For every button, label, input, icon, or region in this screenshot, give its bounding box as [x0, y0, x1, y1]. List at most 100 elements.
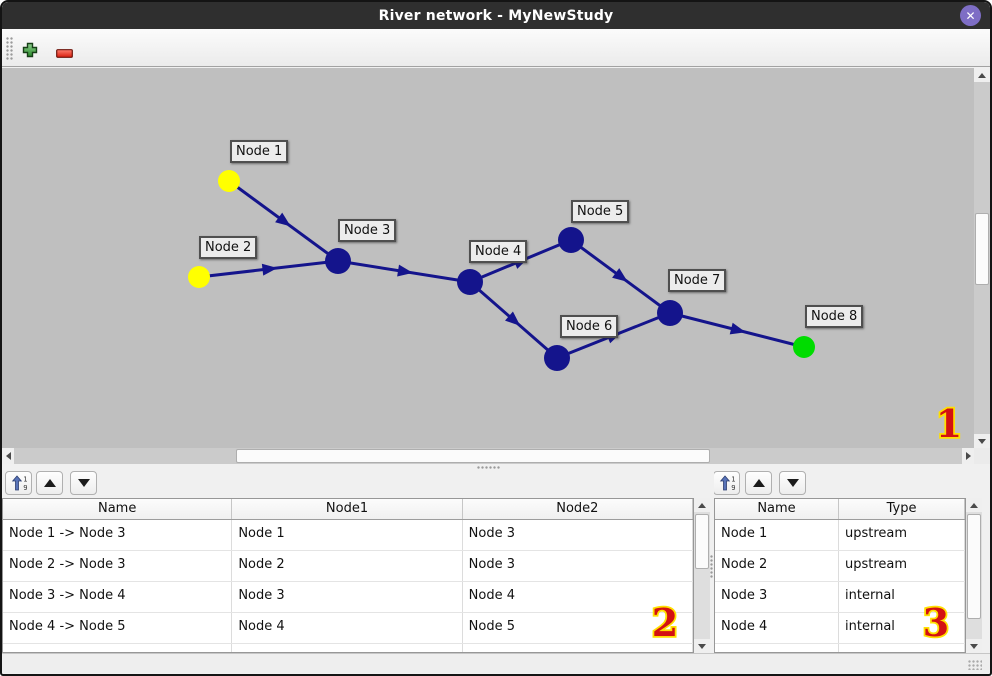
- right-move-up-button[interactable]: [745, 471, 772, 495]
- resize-grip-icon[interactable]: [968, 660, 982, 670]
- network-canvas[interactable]: Node 1 Node 2 Node 3 Node 4 Node 5 Node 6 Node…: [2, 68, 974, 448]
- remove-node-button[interactable]: [56, 47, 73, 62]
- node-node1[interactable]: [218, 170, 240, 192]
- right-move-down-button[interactable]: [779, 471, 806, 495]
- scrollbar-thumb[interactable]: [236, 449, 710, 463]
- triangle-up-icon: [698, 502, 706, 508]
- cell: [715, 644, 840, 652]
- cell[interactable]: Node 1 -> Node 3: [3, 520, 233, 550]
- left-move-up-button[interactable]: [36, 471, 63, 495]
- scroll-down-button[interactable]: [966, 639, 982, 653]
- node-label-node8[interactable]: Node 8: [805, 305, 864, 328]
- cell[interactable]: Node 4: [463, 582, 693, 612]
- cell[interactable]: Node 3: [715, 582, 840, 612]
- column-header-name[interactable]: Name: [3, 499, 233, 519]
- sort-ascending-icon: 1 9: [11, 475, 27, 491]
- right-sort-button[interactable]: 1 9: [713, 471, 740, 495]
- scroll-down-button[interactable]: [974, 434, 990, 448]
- cell: [839, 644, 965, 652]
- scrollbar-thumb[interactable]: [695, 514, 709, 569]
- left-move-down-button[interactable]: [70, 471, 97, 495]
- node-label-node5[interactable]: Node 5: [571, 200, 630, 223]
- canvas-vertical-scrollbar[interactable]: [974, 68, 990, 448]
- node-node6[interactable]: [544, 345, 570, 371]
- cell[interactable]: upstream: [839, 551, 965, 581]
- node-node4[interactable]: [457, 269, 483, 295]
- column-header-node2[interactable]: Node2: [463, 499, 693, 519]
- scrollbar-thumb[interactable]: [967, 514, 981, 619]
- cell[interactable]: internal: [839, 613, 965, 643]
- column-header-name[interactable]: Name: [715, 499, 840, 519]
- cell[interactable]: Node 2: [715, 551, 840, 581]
- scroll-up-button[interactable]: [974, 68, 990, 82]
- svg-text:1: 1: [731, 476, 735, 484]
- edge-arrow-icon: [397, 264, 413, 277]
- cell[interactable]: Node 4: [715, 613, 840, 643]
- node-node8[interactable]: [793, 336, 815, 358]
- edge-arrow-icon: [612, 268, 628, 282]
- node-label-node3[interactable]: Node 3: [338, 219, 397, 242]
- left-sort-button[interactable]: 1 9: [5, 471, 32, 495]
- node-node7[interactable]: [657, 300, 683, 326]
- cell[interactable]: Node 5: [463, 613, 693, 643]
- add-node-button[interactable]: [22, 42, 38, 62]
- cell: [3, 644, 233, 652]
- vertical-splitter[interactable]: [710, 470, 714, 653]
- node-node5[interactable]: [558, 227, 584, 253]
- cell[interactable]: Node 3: [463, 551, 693, 581]
- nodes-table-scrollbar[interactable]: [966, 498, 982, 653]
- cell[interactable]: Node 3 -> Node 4: [3, 582, 233, 612]
- triangle-right-icon: [965, 452, 971, 460]
- node-node3[interactable]: [325, 248, 351, 274]
- scroll-right-button[interactable]: [962, 448, 974, 464]
- column-header-type[interactable]: Type: [839, 499, 965, 519]
- node-label-node7[interactable]: Node 7: [668, 269, 727, 292]
- cell[interactable]: Node 2 -> Node 3: [3, 551, 233, 581]
- cell[interactable]: Node 3: [463, 520, 693, 550]
- titlebar[interactable]: River network - MyNewStudy ✕: [2, 2, 990, 29]
- edge-arrow-icon: [275, 212, 291, 227]
- node-label-node6[interactable]: Node 6: [560, 315, 619, 338]
- column-header-node1[interactable]: Node1: [232, 499, 463, 519]
- triangle-down-icon: [786, 479, 799, 487]
- main-toolbar: [2, 29, 990, 67]
- svg-text:9: 9: [23, 484, 27, 491]
- node-label-node2[interactable]: Node 2: [199, 236, 258, 259]
- scroll-left-button[interactable]: [2, 448, 14, 464]
- cell[interactable]: internal: [839, 582, 965, 612]
- cell[interactable]: Node 1: [715, 520, 840, 550]
- scroll-up-button[interactable]: [694, 498, 710, 512]
- empty-row: [715, 644, 965, 652]
- canvas-horizontal-scrollbar[interactable]: [2, 448, 974, 464]
- triangle-left-icon: [5, 452, 11, 460]
- cell[interactable]: upstream: [839, 520, 965, 550]
- cell[interactable]: Node 3: [232, 582, 463, 612]
- node-label-node1[interactable]: Node 1: [230, 140, 289, 163]
- node-node2[interactable]: [188, 266, 210, 288]
- cell[interactable]: Node 2: [232, 551, 463, 581]
- horizontal-splitter[interactable]: [2, 464, 990, 470]
- cell[interactable]: Node 1: [232, 520, 463, 550]
- node-label-node4[interactable]: Node 4: [469, 240, 528, 263]
- cell[interactable]: Node 4: [232, 613, 463, 643]
- scroll-down-button[interactable]: [694, 639, 710, 653]
- cell[interactable]: Node 4 -> Node 5: [3, 613, 233, 643]
- close-button[interactable]: ✕: [960, 5, 981, 26]
- splitter-handle-icon: [477, 466, 501, 470]
- svg-text:9: 9: [731, 484, 735, 491]
- cell: [232, 644, 463, 652]
- toolbar-drag-handle-icon[interactable]: [6, 37, 14, 61]
- scrollbar-thumb[interactable]: [975, 213, 989, 285]
- reaches-table-scrollbar[interactable]: [694, 498, 710, 653]
- edge-arrow-icon: [505, 311, 521, 326]
- scroll-up-button[interactable]: [966, 498, 982, 512]
